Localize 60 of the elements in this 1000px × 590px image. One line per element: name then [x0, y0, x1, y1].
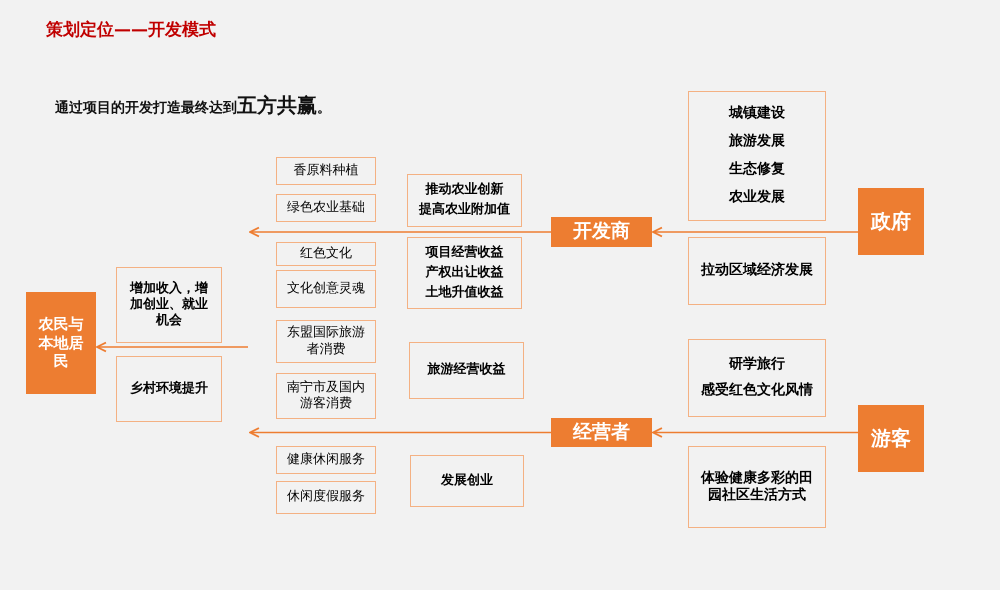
box-text: 增加收入，增加创业、就业机会 — [128, 280, 209, 330]
box-text: 旅游经营收益 — [428, 362, 506, 379]
box-text: 推动农业创新 — [426, 182, 504, 199]
benefit-box — [688, 237, 826, 305]
box-text: 感受红色文化风情 — [701, 382, 813, 400]
box-text: 发展创业 — [441, 472, 493, 490]
box-text: 研学旅行 — [729, 356, 785, 374]
arrow — [652, 427, 858, 438]
box-text: 体验健康多彩的田园社区生活方式 — [700, 470, 814, 504]
benefit-box — [688, 446, 826, 528]
benefit-box — [276, 157, 376, 185]
box-text: 项目经营收益 — [426, 244, 504, 261]
benefit-box — [407, 174, 522, 227]
stakeholder-box — [551, 217, 652, 247]
stakeholder-label: 政府 — [871, 209, 911, 234]
box-text: 休闲度假服务 — [287, 489, 365, 506]
benefit-box — [410, 455, 524, 507]
stakeholder-box — [551, 418, 652, 447]
box-text: 产权出让收益 — [426, 264, 504, 282]
benefit-box — [688, 91, 826, 221]
subtitle-text: 通过项目的开发打造最终达到五方共赢。 — [55, 92, 331, 119]
box-text: 生态修复 — [729, 161, 785, 179]
stakeholder-box — [26, 292, 96, 394]
benefit-box — [276, 446, 376, 474]
stakeholder-label: 经营者 — [573, 420, 630, 444]
box-text: 红色文化 — [300, 246, 352, 262]
benefit-box — [116, 267, 222, 343]
box-text: 乡村环境提升 — [130, 380, 208, 398]
stakeholder-label: 游客 — [871, 426, 911, 451]
box-text: 农业发展 — [729, 189, 785, 207]
box-text: 香原料种植 — [294, 162, 358, 180]
benefit-box — [116, 356, 222, 422]
box-text: 东盟国际旅游者消费 — [286, 325, 366, 358]
benefit-box — [276, 194, 376, 222]
box-text: 健康休闲服务 — [287, 452, 365, 468]
stakeholder-label: 开发商 — [573, 220, 630, 244]
benefit-box — [276, 481, 376, 514]
arrow — [652, 226, 858, 238]
stakeholder-box — [858, 405, 924, 472]
arrow — [249, 427, 551, 438]
benefit-box — [276, 320, 376, 363]
benefit-box — [276, 373, 376, 419]
box-text: 南宁市及国内游客消费 — [286, 380, 366, 412]
benefit-box — [276, 242, 376, 266]
box-text: 旅游发展 — [729, 133, 785, 151]
box-text: 提高农业附加值 — [419, 202, 510, 219]
benefit-box — [407, 237, 522, 309]
page-title: 策划定位——开发模式 — [46, 19, 216, 41]
box-text: 拉动区域经济发展 — [701, 262, 813, 280]
box-text: 文化创意灵魂 — [287, 280, 365, 298]
stakeholder-box — [858, 188, 924, 255]
arrow — [96, 342, 248, 352]
benefit-box — [276, 270, 376, 308]
benefit-box — [688, 339, 826, 417]
box-text: 城镇建设 — [729, 105, 785, 123]
box-text: 绿色农业基础 — [287, 200, 365, 216]
stakeholder-label: 农民与本地居民 — [37, 314, 84, 372]
arrow — [249, 226, 551, 238]
benefit-box — [409, 342, 524, 399]
box-text: 土地升值收益 — [426, 285, 504, 302]
